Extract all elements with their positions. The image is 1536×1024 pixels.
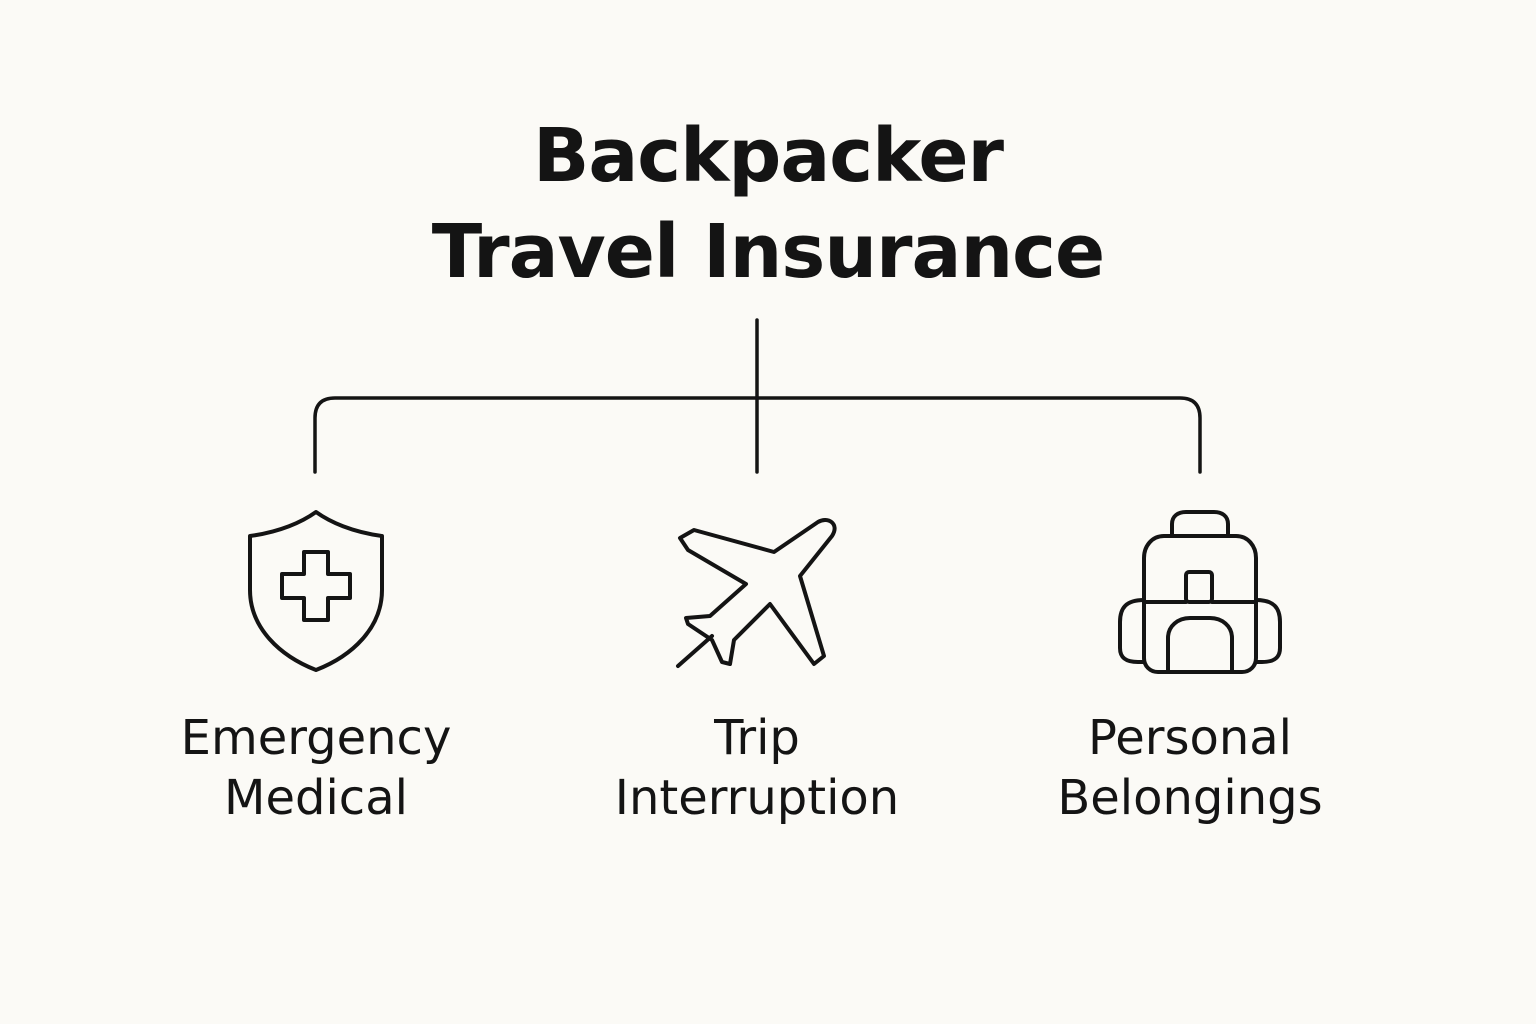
backpack-icon bbox=[1118, 510, 1282, 674]
branch-label-line-1: Trip bbox=[714, 710, 800, 766]
diagram-title: Backpacker Travel Insurance bbox=[0, 108, 1536, 300]
title-line-2: Travel Insurance bbox=[431, 209, 1105, 295]
medical-shield-icon bbox=[248, 510, 384, 672]
branch-label-trip-interruption: Trip Interruption bbox=[557, 708, 957, 828]
branch-label-line-2: Medical bbox=[224, 770, 408, 826]
branch-label-emergency-medical: Emergency Medical bbox=[116, 708, 516, 828]
branch-label-line-2: Interruption bbox=[614, 770, 900, 826]
branch-bar bbox=[313, 396, 1202, 474]
airplane-icon bbox=[676, 517, 837, 668]
branch-label-line-2: Belongings bbox=[1057, 770, 1323, 826]
branch-label-line-1: Emergency bbox=[180, 710, 452, 766]
title-line-1: Backpacker bbox=[532, 113, 1004, 199]
branch-label-line-1: Personal bbox=[1087, 710, 1293, 766]
branch-label-personal-belongings: Personal Belongings bbox=[990, 708, 1390, 828]
